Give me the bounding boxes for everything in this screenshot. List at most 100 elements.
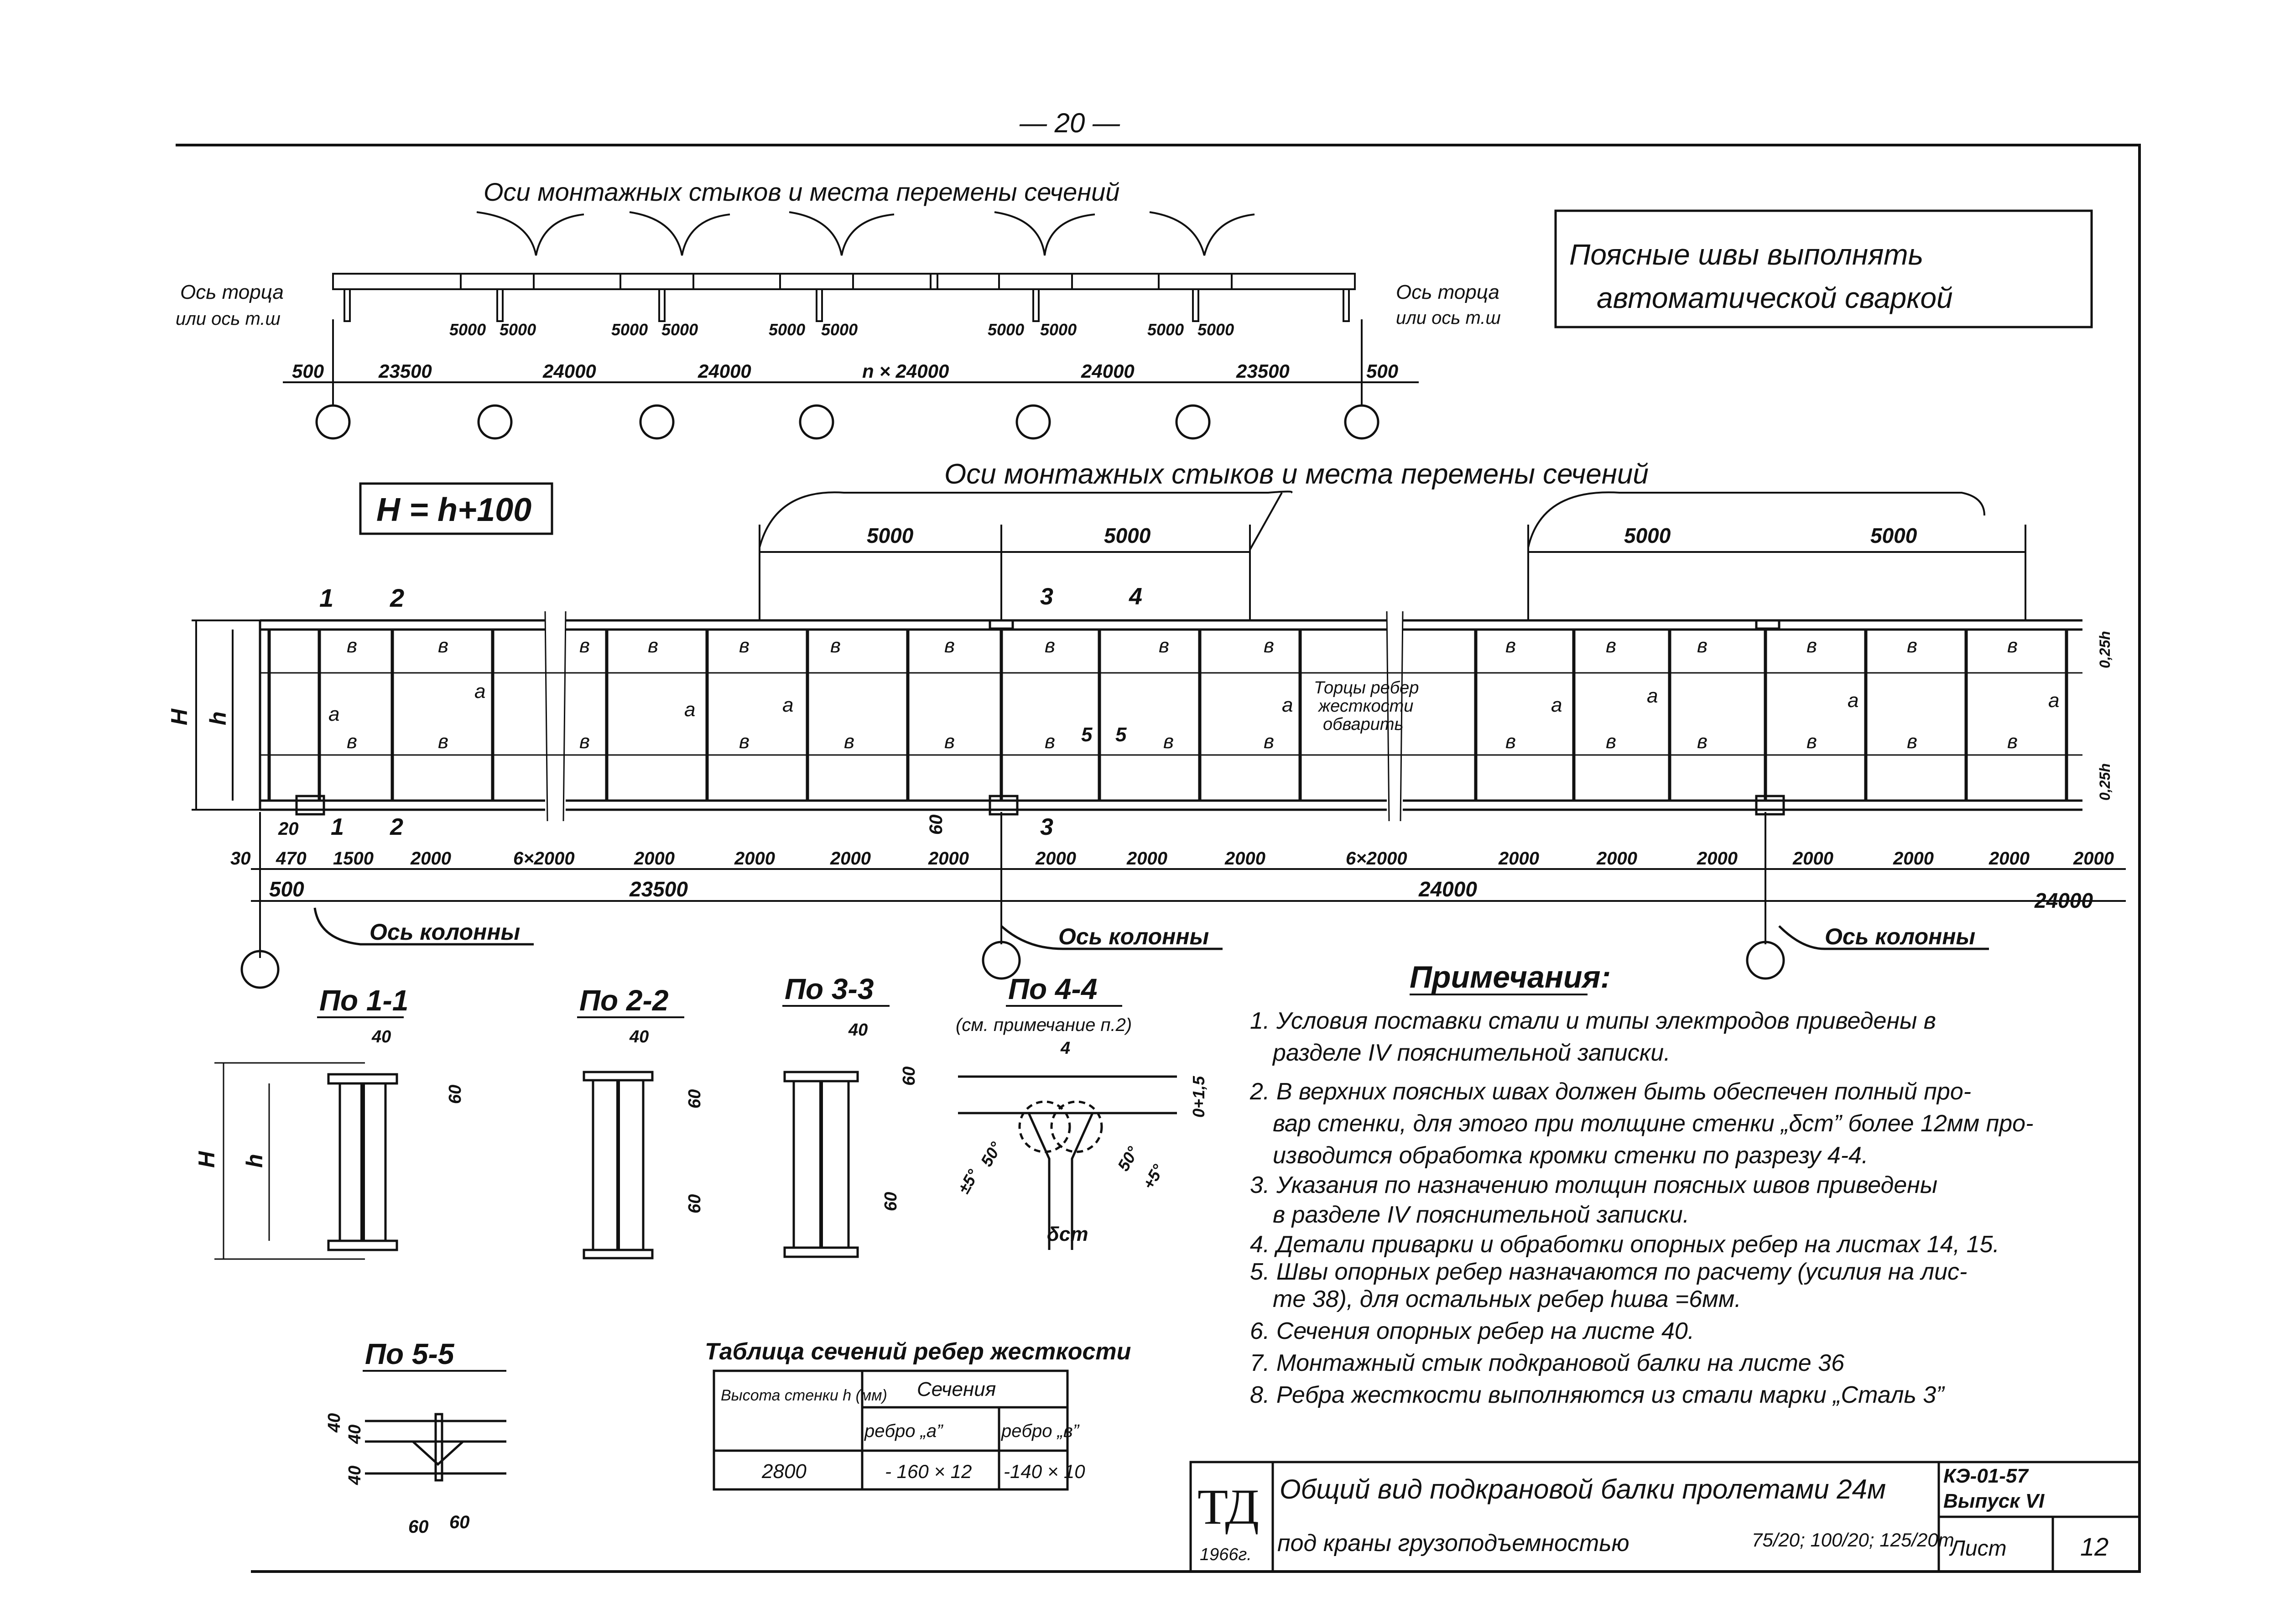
- section-mark: 4: [1129, 583, 1142, 610]
- panel-label-b: в: [1163, 730, 1174, 753]
- panel-label-b: в: [944, 730, 955, 753]
- s55-dim: 40: [325, 1413, 344, 1433]
- section-mark: 1: [331, 814, 344, 840]
- stiffener-table: Таблица сечений ребер жесткости Высота с…: [705, 1338, 1131, 1491]
- panel-label-b: в: [579, 635, 590, 657]
- panel-label-b: в: [1907, 730, 1917, 753]
- joint-dim: 5000: [500, 320, 536, 339]
- panel-label-b: в: [1606, 730, 1616, 753]
- s33-dim: 60: [900, 1067, 919, 1086]
- section-3-3: По 3-3 40 60 60: [782, 973, 919, 1258]
- table-head: ребро „а”: [864, 1421, 943, 1441]
- elev-H-label: H: [167, 708, 192, 725]
- panel-label-b: в: [1505, 730, 1516, 753]
- seg-dim: 23500: [378, 360, 432, 382]
- joint-dim: 5000: [1040, 320, 1077, 339]
- table-head: Высота стенки h (мм): [721, 1387, 887, 1404]
- svg-text:2000: 2000: [734, 848, 775, 869]
- joint-dim: 5000: [988, 320, 1024, 339]
- s22-dim: 60: [685, 1089, 704, 1109]
- svg-text:6×2000: 6×2000: [1346, 848, 1407, 869]
- svg-text:2000: 2000: [1035, 848, 1076, 869]
- section-mark: 1: [319, 583, 333, 612]
- note-line: 7. Монтажный стык подкрановой балки на л…: [1250, 1350, 1844, 1376]
- table-cell: - 160 × 12: [885, 1461, 972, 1482]
- column-axis-label: Ось колонны: [370, 919, 520, 945]
- panel-label-a: а: [782, 694, 793, 716]
- panel-label-b: в: [1045, 730, 1055, 753]
- s55-dim: 40: [345, 1425, 364, 1444]
- table-cell: 2800: [761, 1460, 807, 1483]
- note-line: вар стенки, для этого при толщине стенки…: [1273, 1110, 2033, 1137]
- column-axis-label: Ось колонны: [1058, 924, 1209, 949]
- panel-label-b: в: [1907, 635, 1917, 657]
- section-2-2: По 2-2 40 60 60: [577, 984, 704, 1260]
- elevation-title: Оси монтажных стыков и места перемены се…: [944, 458, 1649, 490]
- top-scheme: Оси монтажных стыков и места перемены се…: [176, 177, 1501, 440]
- s55-dim: 60: [449, 1512, 470, 1532]
- section-title: По 2-2: [579, 984, 668, 1017]
- panel-label-a: а: [328, 703, 339, 725]
- quarter-h: 0,25h: [2097, 763, 2113, 801]
- svg-text:2000: 2000: [1988, 848, 2030, 869]
- svg-text:30: 30: [230, 848, 251, 869]
- s11-dim: 40: [371, 1027, 391, 1046]
- banner-line-2: автоматической сваркой: [1597, 281, 1953, 314]
- panel-label-b: в: [1697, 635, 1707, 657]
- doc-issue: Выпуск VI: [1943, 1490, 2045, 1512]
- panel-label-b: в: [2007, 730, 2018, 753]
- panel-label-b: в: [347, 635, 357, 657]
- section-title: По 3-3: [785, 973, 874, 1005]
- section-subtitle: (см. примечание п.2): [956, 1015, 1132, 1035]
- seg-dim: 23500: [1236, 360, 1290, 382]
- section-mark: 2: [390, 583, 404, 612]
- note-line: 6. Сечения опорных ребер на листе 40.: [1250, 1318, 1694, 1344]
- doc-code: КЭ-01-57: [1943, 1465, 2029, 1487]
- panel-label-b: в: [1505, 635, 1516, 657]
- title-block: ТД 1966г. Общий вид подкрановой балки пр…: [1189, 1461, 2141, 1573]
- svg-text:Торцы ребер: Торцы ребер: [1314, 678, 1419, 697]
- notes: Примечания: 1. Условия поставки стали и …: [1249, 960, 2033, 1408]
- h-formula: H = h+100: [376, 492, 531, 528]
- section-mark: 5: [1081, 724, 1093, 746]
- s44-dim: 0+1,5: [1189, 1076, 1208, 1118]
- svg-text:24000: 24000: [1418, 877, 1477, 901]
- panel-label-a: а: [684, 698, 695, 721]
- svg-text:2000: 2000: [1596, 848, 1637, 869]
- capacity: 75/20; 100/20; 125/20т: [1752, 1529, 1954, 1551]
- panel-label-b: в: [1159, 635, 1169, 657]
- small-dim: 20: [278, 819, 299, 839]
- panel-label-b: в: [1264, 635, 1274, 657]
- svg-text:24000: 24000: [2034, 889, 2093, 912]
- svg-text:обварить: обварить: [1323, 715, 1404, 734]
- joint-dim: 5000: [769, 320, 805, 339]
- seg-dim: 500: [1366, 360, 1398, 382]
- svg-text:6×2000: 6×2000: [513, 848, 575, 869]
- seg-dim: 500: [292, 360, 324, 382]
- panel-label-b: в: [739, 730, 750, 753]
- panel-label-b: в: [1606, 635, 1616, 657]
- svg-text:1500: 1500: [333, 848, 374, 869]
- logo: ТД: [1197, 1479, 1259, 1535]
- panel-label-b: в: [1806, 635, 1817, 657]
- svg-text:2000: 2000: [1697, 848, 1738, 869]
- sheet-subtitle: под краны грузоподъемностью: [1277, 1530, 1629, 1556]
- section-mark: 2: [390, 814, 403, 840]
- beam-elevation: H = h+100 Оси монтажных стыков и места п…: [167, 458, 2126, 989]
- banner-line-1: Поясные швы выполнять: [1569, 238, 1923, 271]
- panel-label-b: в: [830, 635, 841, 657]
- svg-text:23500: 23500: [629, 877, 688, 901]
- svg-text:2000: 2000: [634, 848, 675, 869]
- panel-label-b: в: [579, 730, 590, 753]
- s22-dim: 40: [629, 1027, 649, 1046]
- panel-label-b: в: [1264, 730, 1274, 753]
- joint-dim: 5000: [661, 320, 698, 339]
- right-axis-label-2: или ось т.ш: [1396, 308, 1501, 328]
- s33-dim: 40: [848, 1020, 868, 1040]
- weld-banner: Поясные швы выполнять автоматической сва…: [1554, 209, 2093, 328]
- panel-label-b: в: [844, 730, 854, 753]
- section-5-5: По 5-5 40 40 40 60 60: [325, 1338, 506, 1537]
- panel-label-b: в: [347, 730, 357, 753]
- svg-text:500: 500: [269, 877, 304, 901]
